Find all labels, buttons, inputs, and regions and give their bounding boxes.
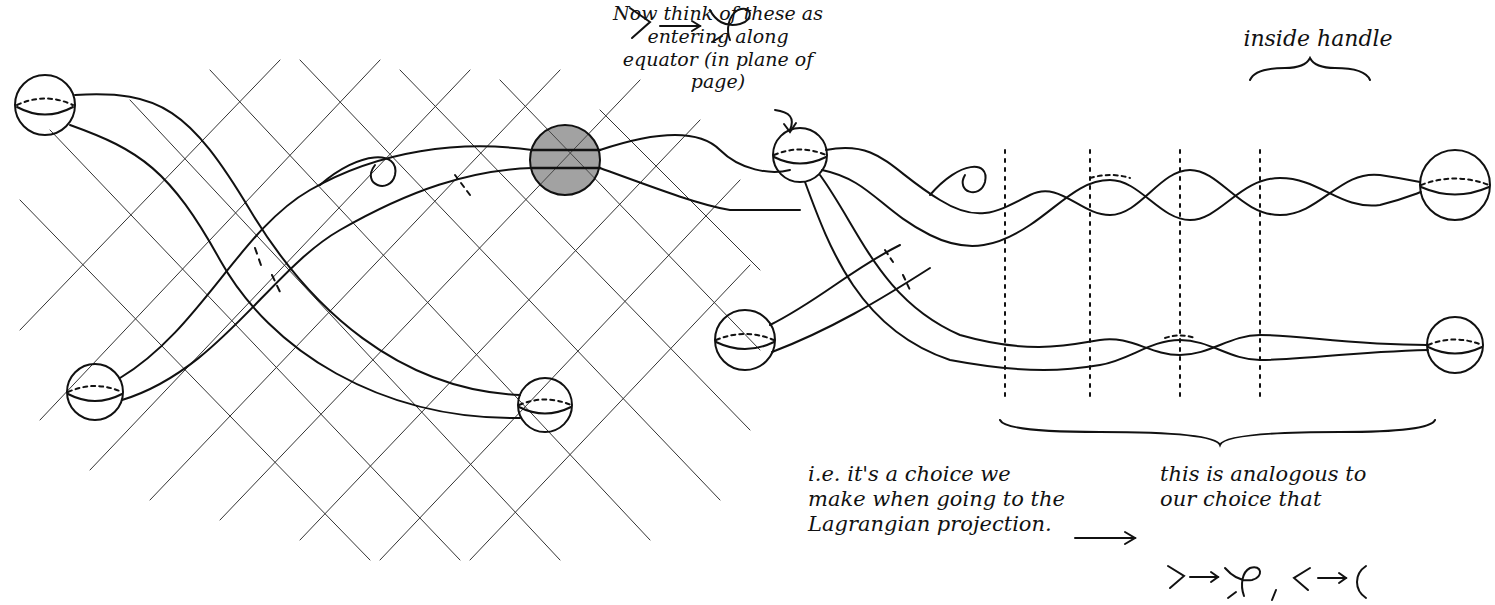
choice-note: i.e. it's a choice we make when going to… [808,462,1070,538]
equator-note: Now think of these as entering along equ… [608,2,828,93]
analogy-note: this is analogous to our choice that [1160,462,1390,512]
handle-note: inside handle [1238,26,1398,52]
